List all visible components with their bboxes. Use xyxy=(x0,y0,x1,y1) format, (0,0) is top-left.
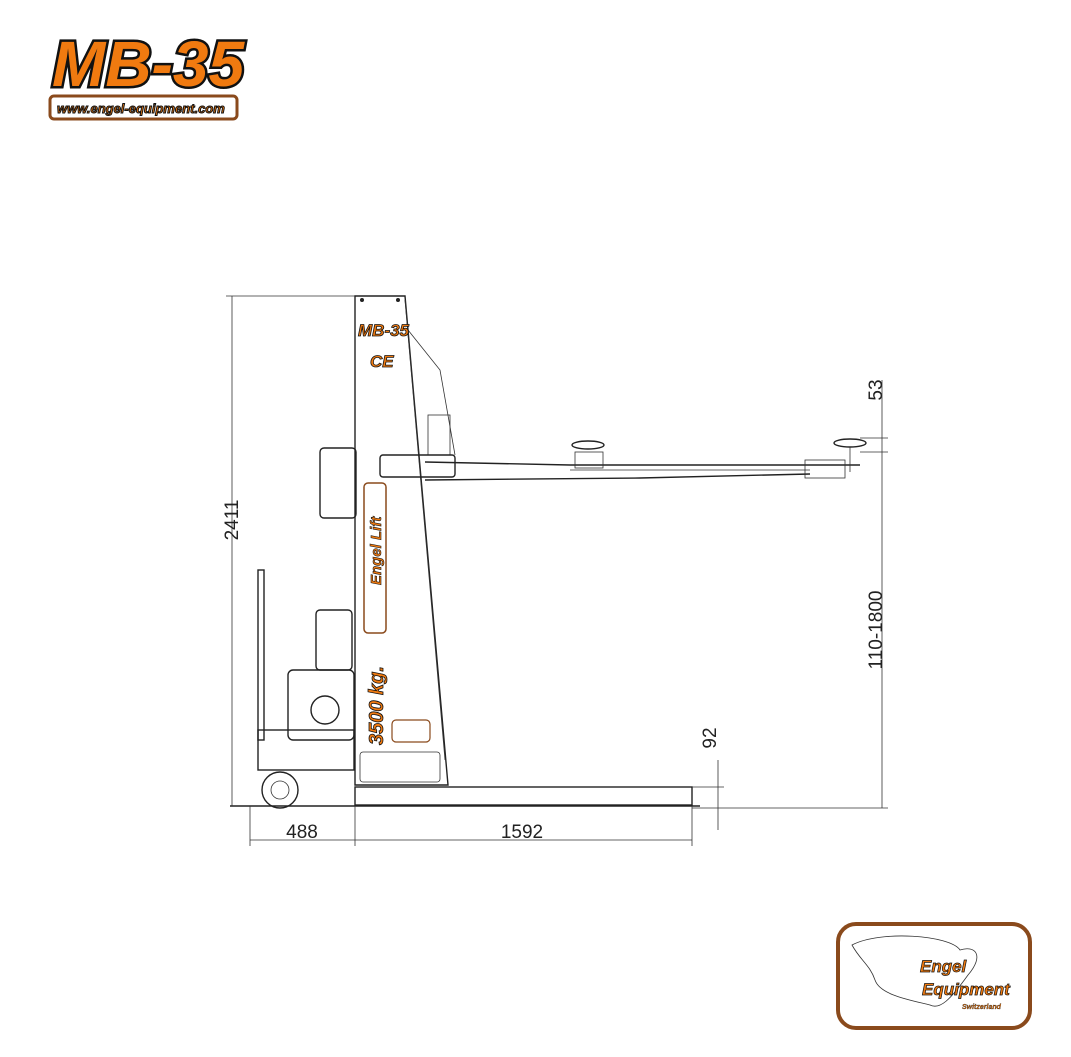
footer-logo-line3: Switzerland xyxy=(962,1004,1002,1011)
dim-rear-length: 488 xyxy=(286,822,318,843)
dimension-lines: 2411 53 110-1800 92 488 1592 xyxy=(222,295,888,846)
column-ce-label: CE xyxy=(370,352,394,371)
lift-arm xyxy=(379,438,867,481)
dim-lift-range: 110-1800 xyxy=(866,591,887,670)
dim-pad-height: 53 xyxy=(866,379,887,400)
logo-title: MB-35 xyxy=(52,28,245,100)
column-model-label: MB-35 xyxy=(358,321,410,340)
logo-url-frame xyxy=(48,94,239,121)
column-capacity-label: 3500 kg. xyxy=(366,666,388,745)
dim-base-length: 1592 xyxy=(501,822,543,843)
footer-logo: Engel Equipment Switzerland xyxy=(836,922,1032,1030)
header-logo: MB-35 www.engel-equipment.com xyxy=(48,26,248,121)
footer-logo-line2: Equipment xyxy=(922,980,1011,999)
dim-total-height: 2411 xyxy=(222,500,243,541)
logo-url: www.engel-equipment.com xyxy=(57,101,225,116)
dim-base-height: 92 xyxy=(700,727,721,748)
lift-column: MB-35 CE Engel Lift 3500 kg. xyxy=(354,295,456,786)
column-brand-label: Engel Lift xyxy=(368,516,385,585)
base-plate xyxy=(354,786,693,806)
power-unit xyxy=(257,447,357,809)
footer-logo-line1: Engel xyxy=(920,957,968,976)
